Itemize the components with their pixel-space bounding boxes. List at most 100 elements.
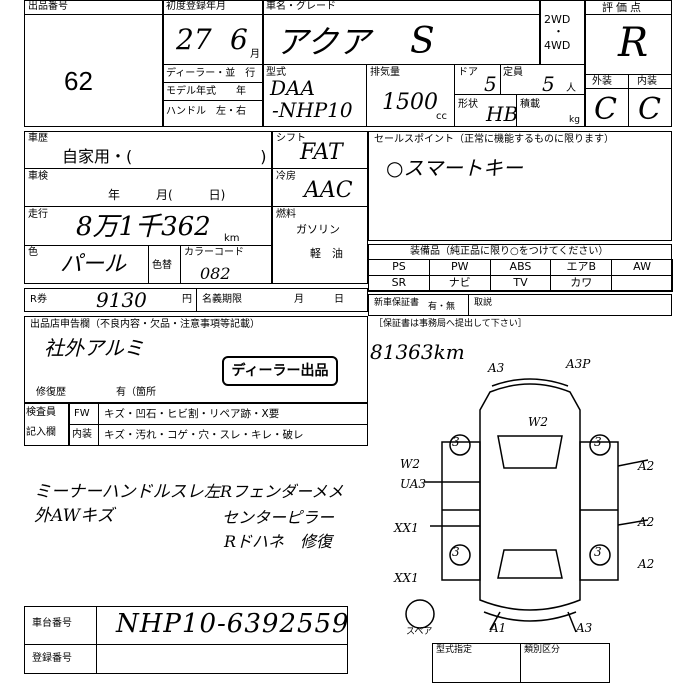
warranty-block — [368, 294, 672, 316]
divider — [162, 14, 262, 15]
repair-label: 修復歴 — [36, 387, 66, 398]
divider — [262, 0, 264, 64]
divider — [162, 0, 164, 127]
dealer-label: ディーラー・並 行 — [166, 68, 256, 79]
sales-point: ○スマートキー — [386, 156, 523, 180]
divider — [500, 64, 501, 94]
recorder-label: 記入欄 — [26, 427, 56, 438]
shape-label: 形状 — [458, 99, 478, 110]
chassis: NHP10-6392559 — [116, 609, 350, 639]
diagram-mark: A2 — [637, 459, 654, 473]
equip-item: ABS — [489, 259, 552, 276]
capacity: 5 — [542, 72, 555, 96]
divider — [24, 402, 368, 404]
equip-item: PS — [368, 259, 430, 276]
dealer-stamp-text: ディーラー出品 — [231, 363, 329, 379]
diagram-mark: A2 — [637, 515, 654, 529]
first-reg-month: 6 — [230, 23, 248, 56]
eval-label: 評価点 — [602, 1, 644, 14]
diagram-mark: W2 — [400, 457, 420, 471]
chassis-label: 車台番号 — [32, 618, 72, 629]
notes-right-3: Rドハネ 修復 — [224, 532, 333, 551]
divider — [454, 64, 455, 127]
notes-right-2: センターピラー — [222, 508, 335, 527]
diagram-mark: 3 — [452, 545, 460, 559]
equip-item — [611, 275, 673, 292]
month-unit: 月 — [250, 49, 260, 60]
ac-label: 冷房 — [276, 171, 296, 182]
repair-value: 有（箇所 — [116, 387, 156, 398]
diagram-mark: A2 — [637, 557, 654, 571]
divider — [584, 0, 586, 127]
divider — [539, 0, 541, 64]
notes-left-1: ミーナーハンドルスレ — [34, 482, 204, 502]
interior-label: 内装 — [72, 429, 92, 440]
car-name-label: 車名・グレード — [266, 1, 336, 12]
r-ken: 9130 — [96, 288, 147, 312]
divider — [24, 14, 162, 15]
divider — [366, 64, 367, 127]
model-type-1: DAA — [270, 76, 315, 100]
divider — [468, 294, 469, 316]
int-label: 内装 — [637, 76, 657, 87]
expiry-label: 名義期限 — [202, 294, 242, 305]
chassis-block — [24, 606, 348, 674]
lot-no: 62 — [64, 66, 93, 96]
ac: AAC — [304, 178, 353, 203]
divider — [196, 288, 197, 312]
divider — [24, 644, 348, 645]
grade: S — [410, 21, 435, 62]
lot-no-label: 出品番号 — [28, 1, 68, 12]
yen-unit: 円 — [182, 294, 192, 305]
diagram-mark: A3P — [565, 357, 591, 371]
diagram-mark: W2 — [528, 415, 548, 429]
r-ken-label: R券 — [30, 294, 47, 305]
mileage: 8万1千362 — [76, 212, 211, 242]
report-text: 社外アルミ — [44, 336, 144, 360]
divider — [162, 64, 584, 65]
diagram-mark: 3 — [452, 435, 460, 449]
model-year-label: モデル年式 年 — [166, 86, 246, 97]
fuel-label: 燃料 — [276, 209, 296, 220]
color-change-label: 色替 — [152, 260, 172, 271]
drive-dot: ・ — [553, 25, 564, 38]
spare-label: スペア — [406, 627, 433, 637]
shift: FAT — [300, 140, 343, 165]
sales-point-block — [368, 131, 672, 241]
divider — [584, 88, 672, 89]
divider — [516, 94, 517, 127]
diagram-mark: 3 — [594, 545, 602, 559]
km-unit: km — [224, 233, 240, 244]
divider — [272, 168, 368, 169]
diagram-mark: UA3 — [400, 477, 426, 491]
warranty-label: 新車保証書 — [374, 298, 420, 308]
divider — [24, 206, 272, 207]
class-label: 類別区分 — [524, 645, 561, 655]
shape: HB — [486, 102, 519, 126]
type-spec-block — [432, 643, 610, 683]
type-spec-label: 型式指定 — [436, 645, 473, 655]
equip-item: AW — [611, 259, 673, 276]
color-code: 082 — [200, 264, 231, 283]
divider — [272, 206, 368, 207]
displacement-label: 排気量 — [370, 67, 400, 78]
mileage-label: 走行 — [28, 209, 48, 220]
loading-label: 積載 — [520, 99, 540, 110]
first-reg-label: 初度登録年月 — [166, 1, 226, 12]
divider — [454, 94, 584, 95]
diagram-mark: A3 — [575, 621, 593, 635]
fuel-gas: ガソリン — [296, 223, 340, 236]
ext-grade: C — [594, 92, 617, 127]
warranty-notice: ［保証書は事務局へ提出して下さい］ — [374, 319, 527, 329]
doors-label: ドア — [458, 67, 478, 78]
divider — [162, 82, 262, 83]
cc-unit: cc — [436, 111, 447, 122]
diagram-mark: A1 — [489, 621, 506, 635]
interior-items: キズ・汚れ・コゲ・穴・スレ・キレ・破レ — [104, 429, 304, 441]
expiry-value: 月 日 — [294, 294, 344, 305]
divider — [98, 402, 99, 446]
sales-point-label: セールスポイント（正常に機能するものに限ります） — [374, 134, 614, 145]
color-code-label: カラーコード — [184, 247, 244, 258]
dealer-stamp: ディーラー出品 — [222, 356, 338, 386]
